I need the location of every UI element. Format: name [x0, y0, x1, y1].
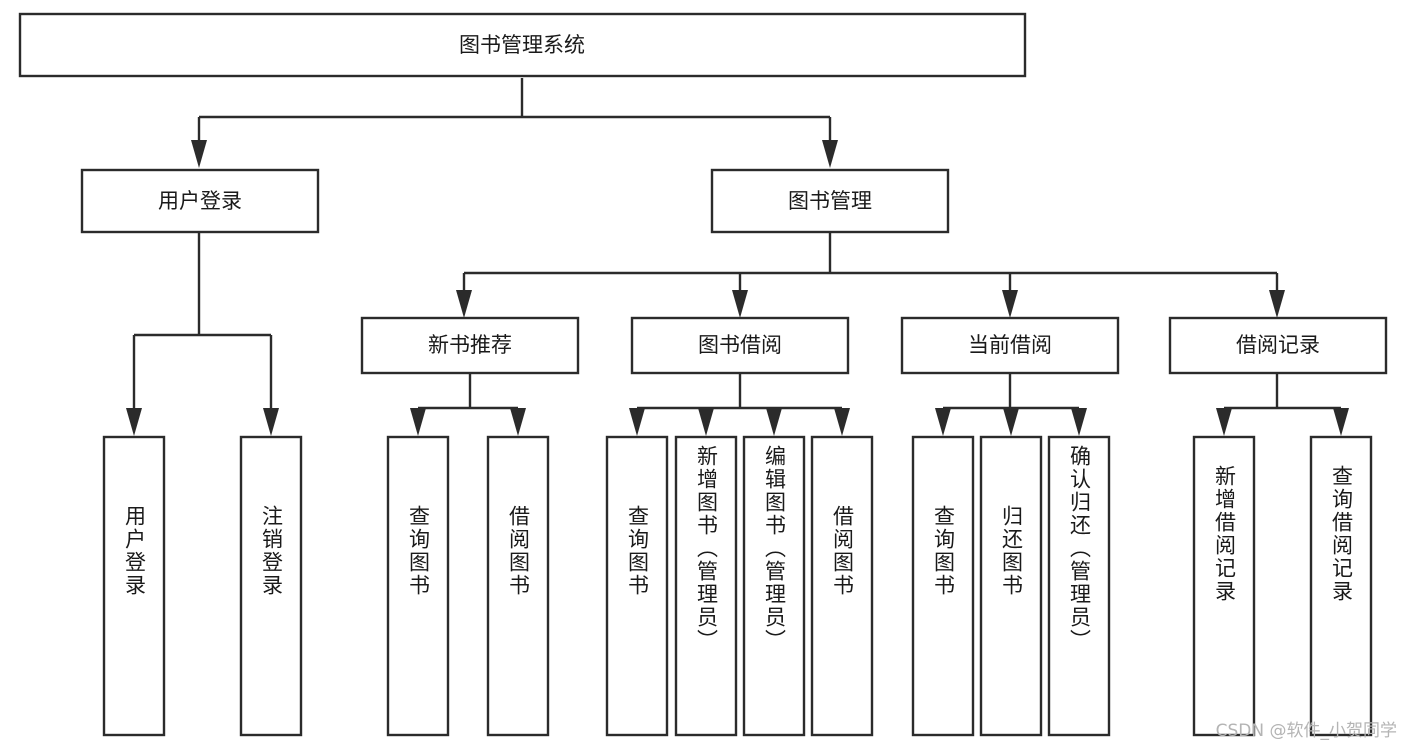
arrow-head-leaf-user-login-2 [263, 408, 279, 436]
node-current-borrow-label: 当前借阅 [968, 333, 1052, 357]
arrow-head-leaf-current-borrow-3 [1071, 408, 1087, 436]
arrow-head-borrow-record [1269, 290, 1285, 318]
arrow-head-leaf-current-borrow-2 [1003, 408, 1019, 436]
node-borrow-record[interactable]: 借阅记录 [1168, 316, 1388, 375]
node-new-book-recommend[interactable]: 新书推荐 [360, 316, 580, 375]
connector-layer [126, 78, 1349, 436]
node-leaf-current-borrow-1-box[interactable] [911, 435, 975, 737]
node-book-borrow-box[interactable] [630, 316, 850, 375]
arrow-head-new-book-recommend [456, 290, 472, 318]
node-leaf-current-borrow-2-box[interactable] [979, 435, 1043, 737]
arrow-head-book-mgmt [822, 140, 838, 168]
node-current-borrow[interactable]: 当前借阅 [900, 316, 1120, 375]
node-root-label: 图书管理系统 [459, 33, 585, 57]
node-book-borrow-label: 图书借阅 [698, 333, 782, 357]
arrow-head-leaf-book-borrow-2 [698, 408, 714, 436]
node-user-login[interactable]: 用户登录 [80, 168, 320, 234]
node-leaf-book-borrow-3-box[interactable] [742, 435, 806, 737]
arrow-head-book-borrow [732, 290, 748, 318]
node-leaf-book-borrow-1-box[interactable] [605, 435, 669, 737]
node-new-book-recommend-box[interactable] [360, 316, 580, 375]
arrow-head-leaf-book-borrow-1 [629, 408, 645, 436]
arrow-head-leaf-book-borrow-4 [834, 408, 850, 436]
node-current-borrow-box[interactable] [900, 316, 1120, 375]
node-user-login-box[interactable] [80, 168, 320, 234]
node-leaf-current-borrow-3-box[interactable] [1047, 435, 1111, 737]
arrow-head-leaf-current-borrow-1 [935, 408, 951, 436]
arrow-head-leaf-borrow-record-2 [1333, 408, 1349, 436]
node-leaf-book-borrow-4-box[interactable] [810, 435, 874, 737]
node-leaf-user-login-2-box[interactable] [239, 435, 303, 737]
node-root-box[interactable] [18, 12, 1027, 78]
arrow-head-leaf-user-login-1 [126, 408, 142, 436]
node-book-management-box[interactable] [710, 168, 950, 234]
arrow-head-leaf-new-book-2 [510, 408, 526, 436]
node-leaf-new-book-1-box[interactable] [386, 435, 450, 737]
node-root[interactable]: 图书管理系统 [18, 12, 1027, 78]
arrow-head-current-borrow [1002, 290, 1018, 318]
arrow-head-leaf-borrow-record-1 [1216, 408, 1232, 436]
node-book-management[interactable]: 图书管理 [710, 168, 950, 234]
node-leaf-new-book-2-box[interactable] [486, 435, 550, 737]
node-user-login-label: 用户登录 [158, 189, 242, 213]
node-leaf-borrow-record-2-box[interactable] [1309, 435, 1373, 737]
node-borrow-record-box[interactable] [1168, 316, 1388, 375]
node-leaf-user-login-1-box[interactable] [102, 435, 166, 737]
node-leaf-book-borrow-2-box[interactable] [674, 435, 738, 737]
node-leaf-borrow-record-1-box[interactable] [1192, 435, 1256, 737]
node-borrow-record-label: 借阅记录 [1236, 333, 1320, 357]
node-book-borrow[interactable]: 图书借阅 [630, 316, 850, 375]
arrow-head-user-login [191, 140, 207, 168]
node-book-management-label: 图书管理 [788, 189, 872, 213]
arrow-head-leaf-new-book-1 [410, 408, 426, 436]
node-new-book-recommend-label: 新书推荐 [428, 333, 512, 357]
arrow-head-leaf-book-borrow-3 [766, 408, 782, 436]
